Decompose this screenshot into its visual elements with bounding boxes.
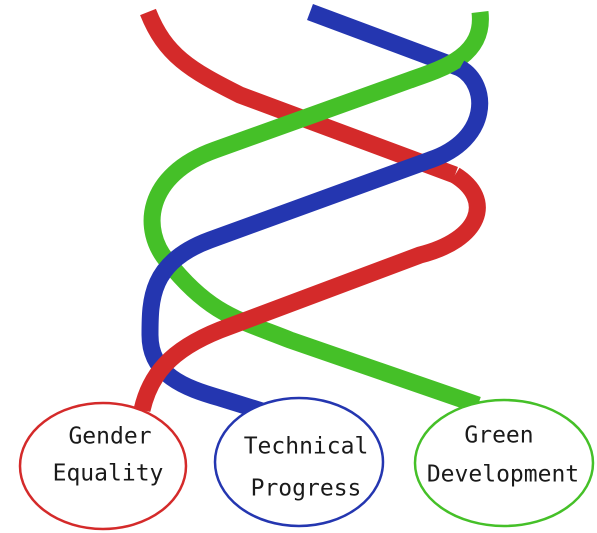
green-strand-front: [143, 11, 489, 268]
green-development-node: Green Development: [413, 398, 595, 528]
green-development-circle: [413, 398, 595, 528]
gender-equality-label-line-1: Gender: [68, 424, 151, 450]
green-development-label-line-1: Green: [464, 423, 533, 449]
blue-strand-back: [307, 4, 463, 76]
green-strand-back: [161, 256, 481, 414]
gender-equality-circle: [18, 401, 188, 531]
blue-strand-front: [141, 60, 489, 336]
technical-progress-node: Technical Progress: [213, 396, 385, 528]
technical-progress-circle: [213, 396, 385, 528]
blue-strand-bottom: [141, 334, 268, 421]
technical-progress-label-line-2: Progress: [251, 476, 362, 502]
red-strand-back: [140, 8, 458, 183]
red-strand-front: [133, 167, 486, 413]
gender-equality-label-line-2: Equality: [53, 461, 164, 487]
technical-progress-label-line-1: Technical: [244, 434, 369, 460]
green-development-label-line-2: Development: [427, 462, 579, 488]
gender-equality-node: Gender Equality: [18, 401, 188, 531]
